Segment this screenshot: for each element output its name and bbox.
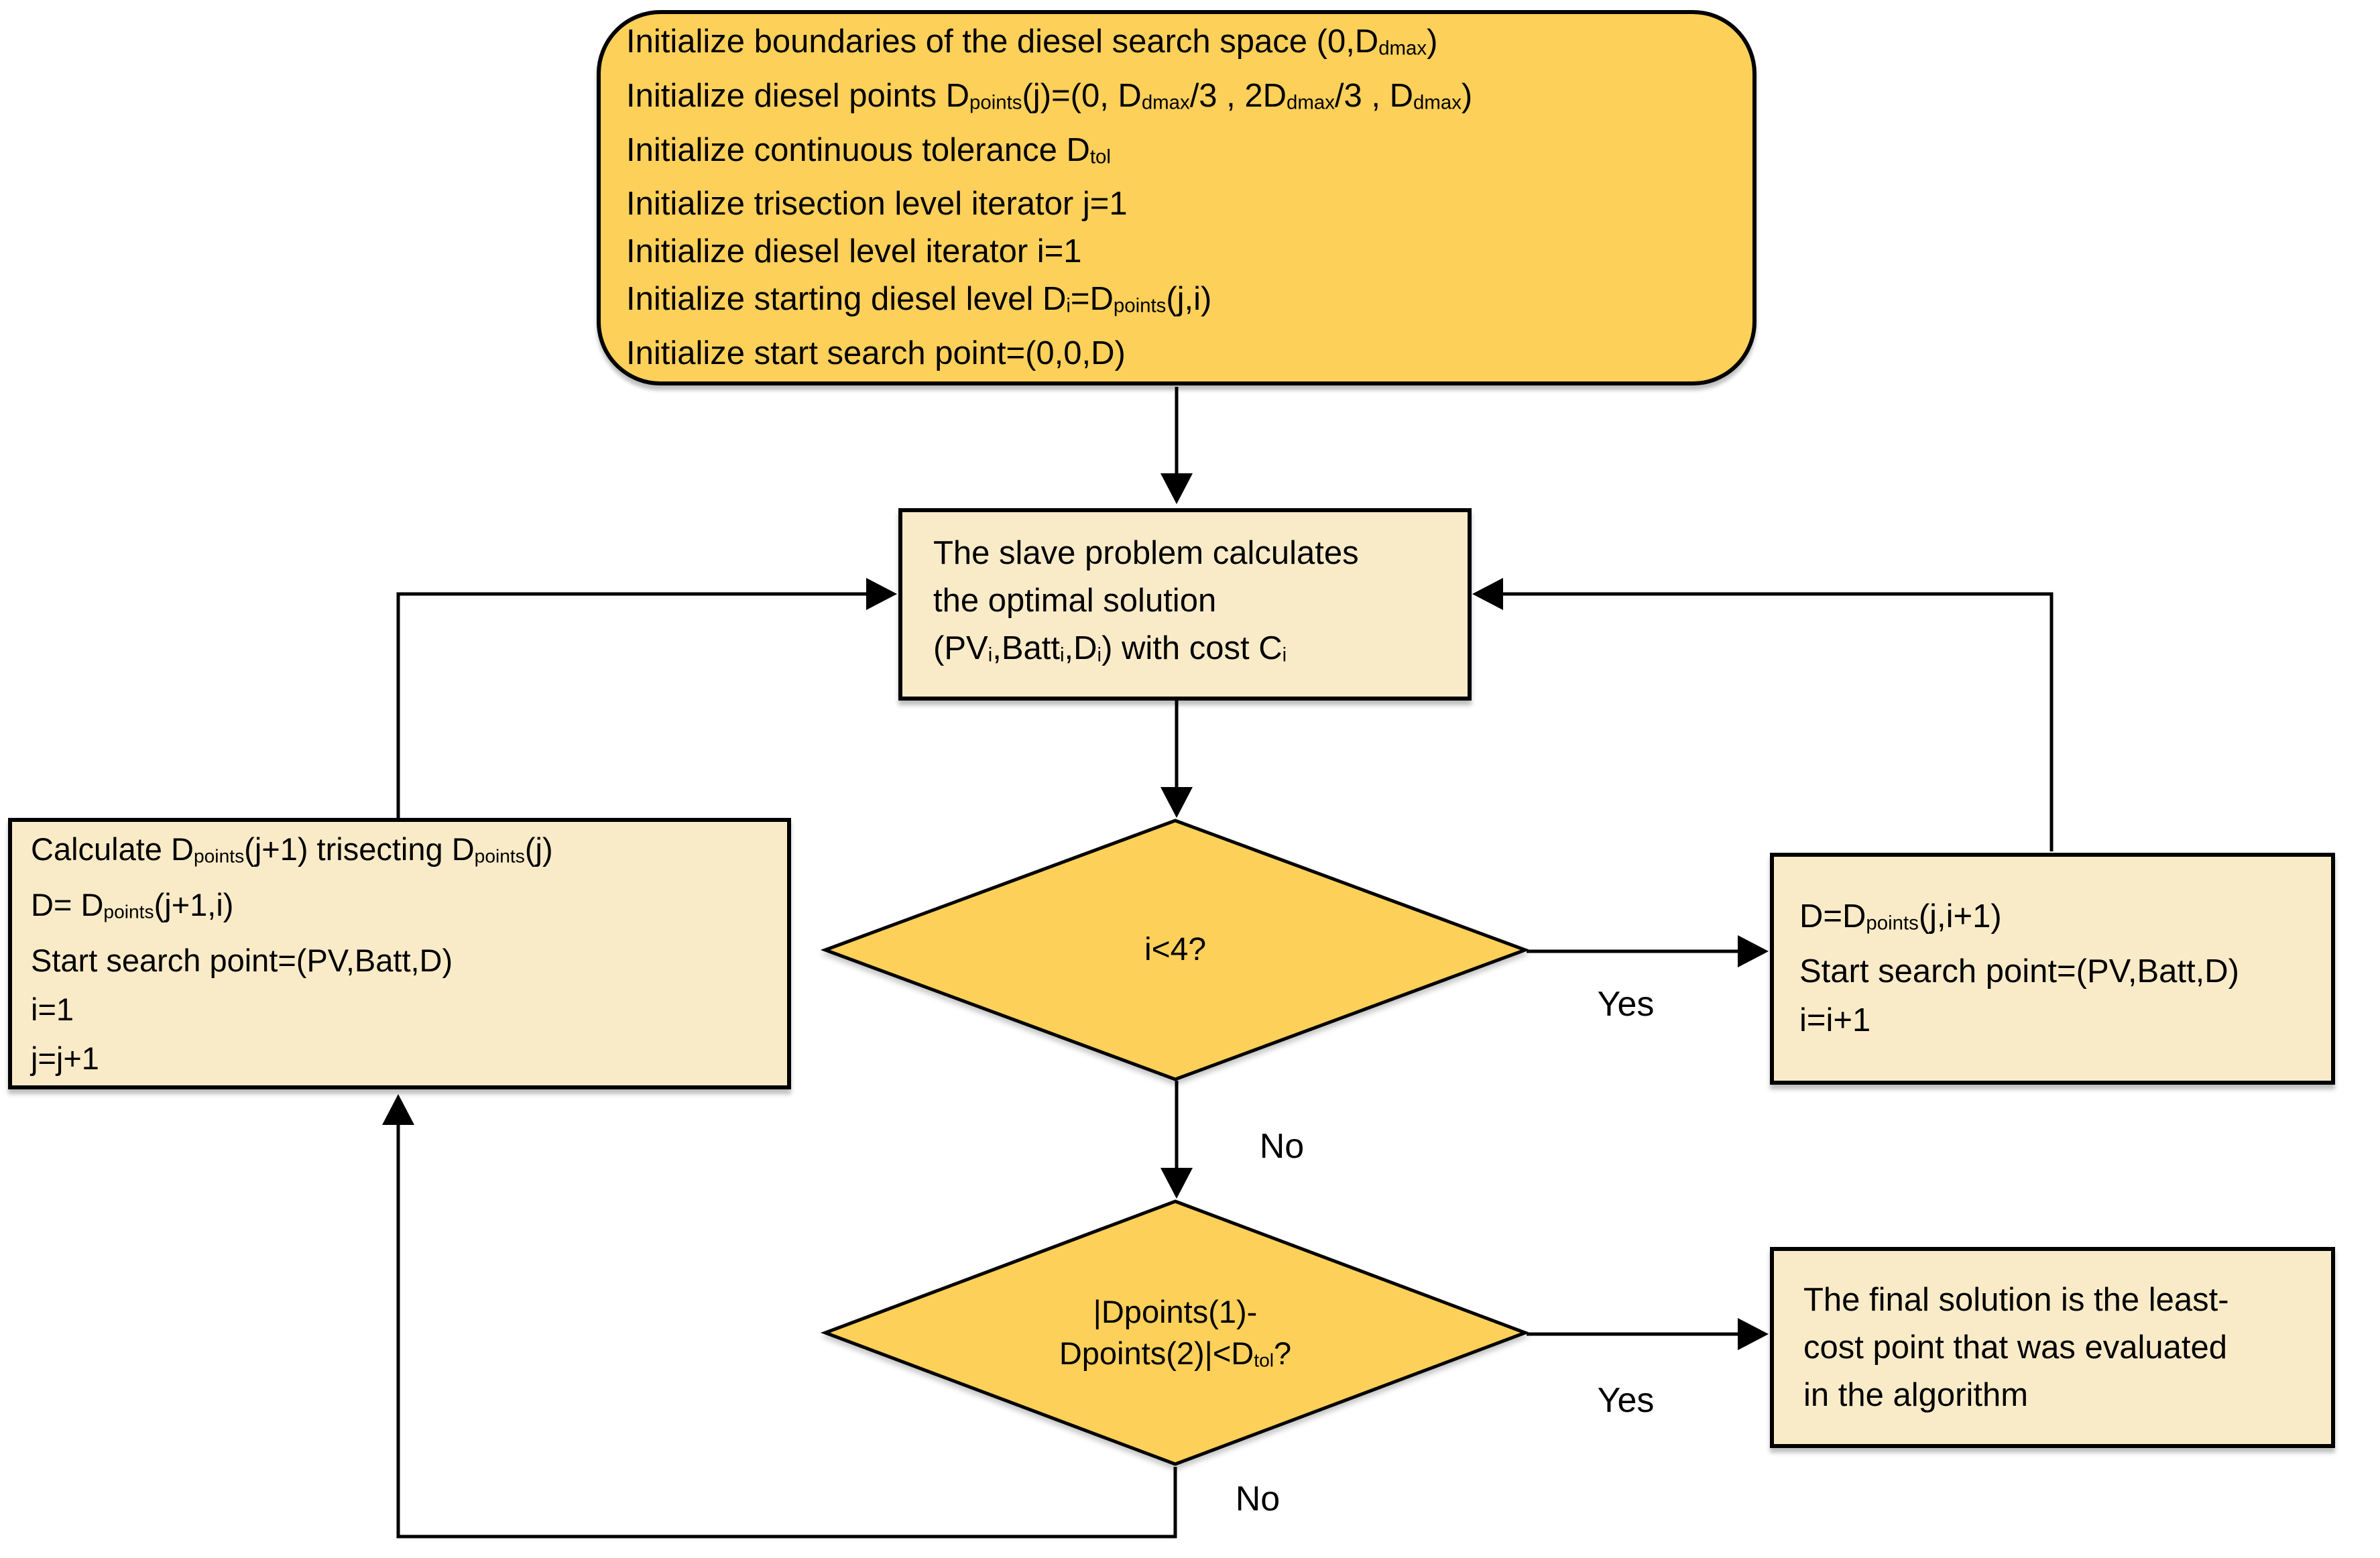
arrowhead-trisect-to-slave xyxy=(866,578,897,610)
decision-label-i4: i<4? xyxy=(1144,932,1207,967)
start-node-initialization: Initialize boundaries of the diesel sear… xyxy=(597,10,1757,385)
edge-label-no-decision2: No xyxy=(1235,1480,1281,1518)
process-node-increment-i: D=Dpoints(j,i+1)Start search point=(PV,B… xyxy=(1770,853,2335,1085)
connector-decision2-no-loop xyxy=(396,1105,1177,1539)
connector-trisect-to-slave xyxy=(396,592,888,830)
arrowhead-decision1-no xyxy=(1161,1168,1193,1199)
arrowhead-loop-to-trisect xyxy=(382,1094,414,1125)
arrowhead-start-to-slave xyxy=(1161,473,1193,504)
decision-label-tolerance: |Dpoints(1)-Dpoints(2)|<Dtol? xyxy=(1059,1294,1292,1371)
process-node-trisect: Calculate Dpoints(j+1) trisecting Dpoint… xyxy=(8,818,791,1089)
edge-label-no-decision1: No xyxy=(1259,1127,1305,1166)
arrowhead-decision2-yes xyxy=(1738,1318,1769,1350)
decision-diamond-i4 xyxy=(820,819,1531,1081)
terminal-node-final-solution: The final solution is the least-cost poi… xyxy=(1770,1247,2335,1448)
edge-label-yes-decision2: Yes xyxy=(1597,1381,1655,1420)
arrowhead-slave-to-decision1 xyxy=(1161,787,1193,818)
arrowhead-decision1-yes xyxy=(1738,935,1769,967)
arrowhead-increment-to-slave xyxy=(1472,578,1503,610)
connector-increment-to-slave xyxy=(1482,592,2054,851)
decision-diamond-tolerance xyxy=(820,1199,1531,1466)
edge-label-yes-decision1: Yes xyxy=(1597,985,1655,1024)
